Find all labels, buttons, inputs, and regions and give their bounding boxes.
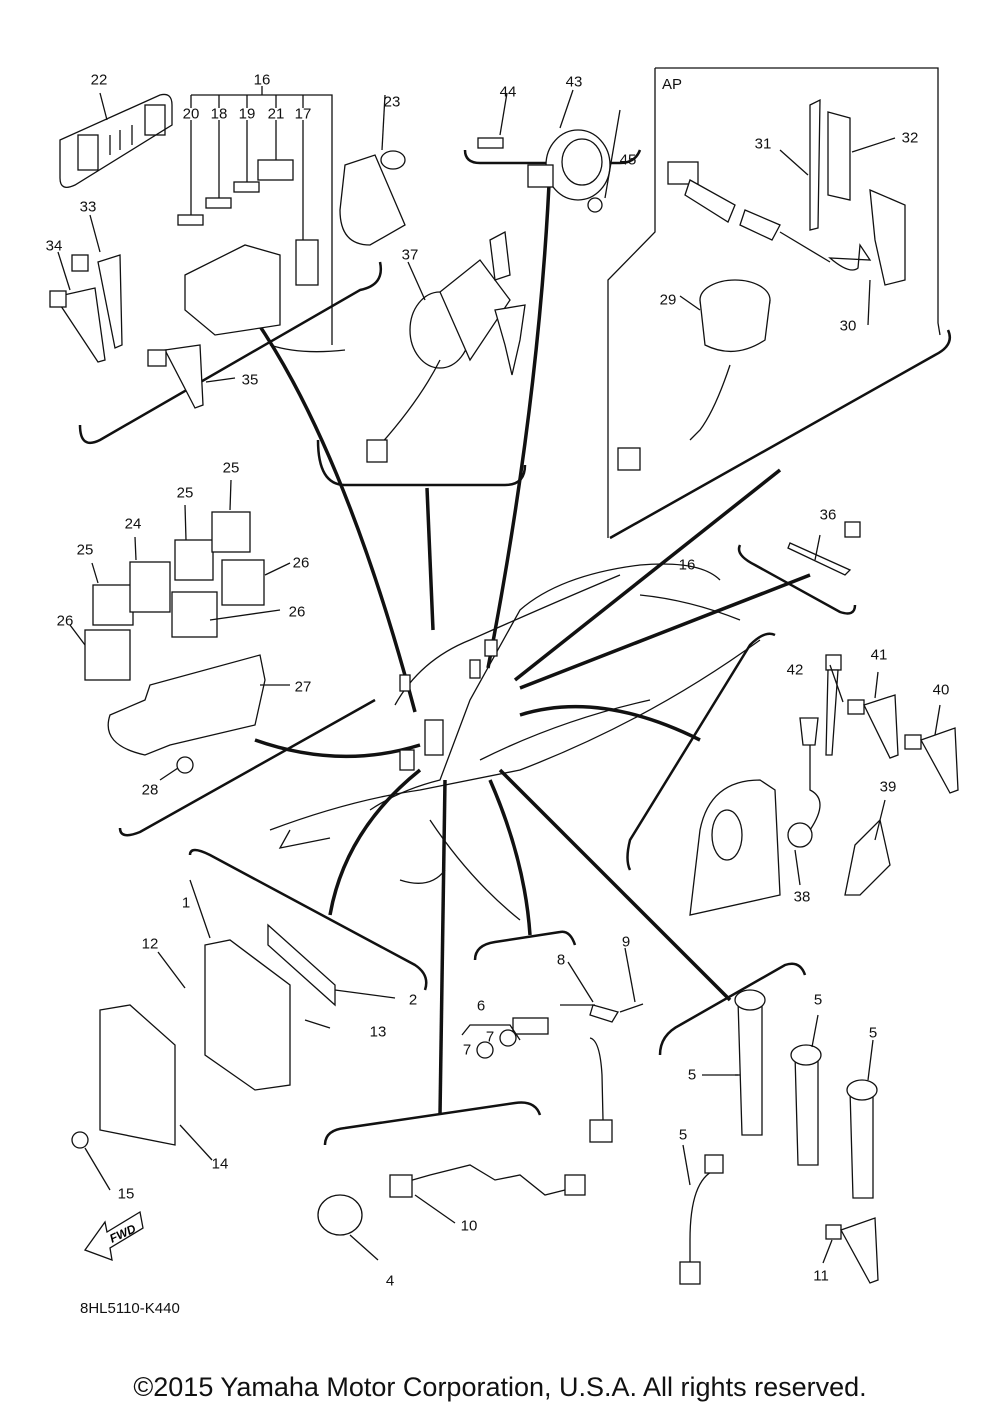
callout-26-top: 26 (292, 554, 310, 572)
callout-1: 1 (181, 894, 191, 912)
callout-30: 30 (839, 317, 857, 335)
callout-36: 36 (819, 506, 837, 524)
parts-43-44-45 (477, 89, 621, 213)
callout-32: 32 (901, 129, 919, 147)
watercraft-hull-outline (269, 563, 761, 921)
callout-39: 39 (879, 778, 897, 796)
callout-5-left: 5 (687, 1066, 697, 1084)
callout-29: 29 (659, 291, 677, 309)
callout-11: 5 (678, 1126, 688, 1144)
callout-41: 41 (870, 646, 888, 664)
copyright-notice: ©2015 Yamaha Motor Corporation, U.S.A. A… (133, 1372, 867, 1402)
callout-3: 4 (385, 1272, 395, 1290)
callout-25-right: 25 (222, 459, 240, 477)
callout-40: 40 (932, 681, 950, 699)
part-22-holder (59, 92, 173, 188)
callout-28: 28 (141, 781, 159, 799)
part-16-bracket (177, 86, 346, 353)
sensor-group-3-4-6-9 (317, 947, 644, 1261)
callout-34: 34 (45, 237, 63, 255)
callout-10: 11 (813, 1267, 829, 1285)
parts-36-38-42 (689, 521, 959, 916)
ignition-coils-5 (679, 989, 879, 1285)
callout-7-right: 7 (485, 1028, 495, 1046)
callout-42: 42 (786, 661, 804, 679)
callout-26-mid: 26 (288, 603, 306, 621)
callout-25-mid: 25 (176, 484, 194, 502)
callout-27: 27 (294, 678, 312, 696)
callout-5-mid: 5 (813, 991, 823, 1009)
ap-box-label: AP (662, 76, 683, 93)
ecu-rectifier-group (71, 879, 396, 1191)
callout-19: 19 (238, 105, 256, 123)
callout-22: 22 (90, 71, 108, 89)
callout-31: 31 (754, 135, 772, 153)
callout-44: 44 (499, 83, 517, 101)
callout-16: 16 (253, 71, 271, 89)
fwd-arrow-label: FWD (107, 1221, 138, 1245)
part-37-switch (366, 230, 526, 463)
callout-17: 17 (294, 105, 312, 123)
callout-7-left: 7 (462, 1041, 472, 1059)
cable-ties-33-34-35 (49, 214, 236, 409)
callout-25-left: 25 (76, 541, 94, 559)
callout-45: 45 (619, 151, 637, 169)
callout-5-right: 5 (868, 1024, 878, 1042)
callout-33: 33 (79, 198, 97, 216)
callout-35: 35 (241, 371, 259, 389)
ap-box-parts (617, 98, 906, 471)
callout-12: 12 (141, 935, 159, 953)
callout-23: 23 (383, 93, 401, 111)
callout-38: 38 (793, 888, 811, 906)
callout-13: 13 (369, 1023, 387, 1041)
callout-16-center: 16 (678, 556, 696, 574)
callout-20: 20 (182, 105, 200, 123)
panel-frames (78, 67, 952, 1146)
fwd-arrow-icon: FWD (83, 1210, 144, 1261)
callout-9: 9 (621, 933, 631, 951)
callout-4: 10 (460, 1217, 478, 1235)
callout-18: 18 (210, 105, 228, 123)
relay-group (69, 479, 291, 781)
part-23-canister (339, 94, 406, 246)
callout-15: 15 (117, 1185, 135, 1203)
callout-6: 6 (476, 997, 486, 1015)
callout-24: 24 (124, 515, 142, 533)
callout-37: 37 (401, 246, 419, 264)
callout-26-left: 26 (56, 612, 74, 630)
callout-43: 43 (565, 73, 583, 91)
callout-2: 2 (408, 991, 418, 1009)
callout-14: 14 (211, 1155, 229, 1173)
callout-21: 21 (267, 105, 285, 123)
diagram-part-number: 8HL5110-K440 (80, 1300, 180, 1317)
callout-8: 8 (556, 951, 566, 969)
